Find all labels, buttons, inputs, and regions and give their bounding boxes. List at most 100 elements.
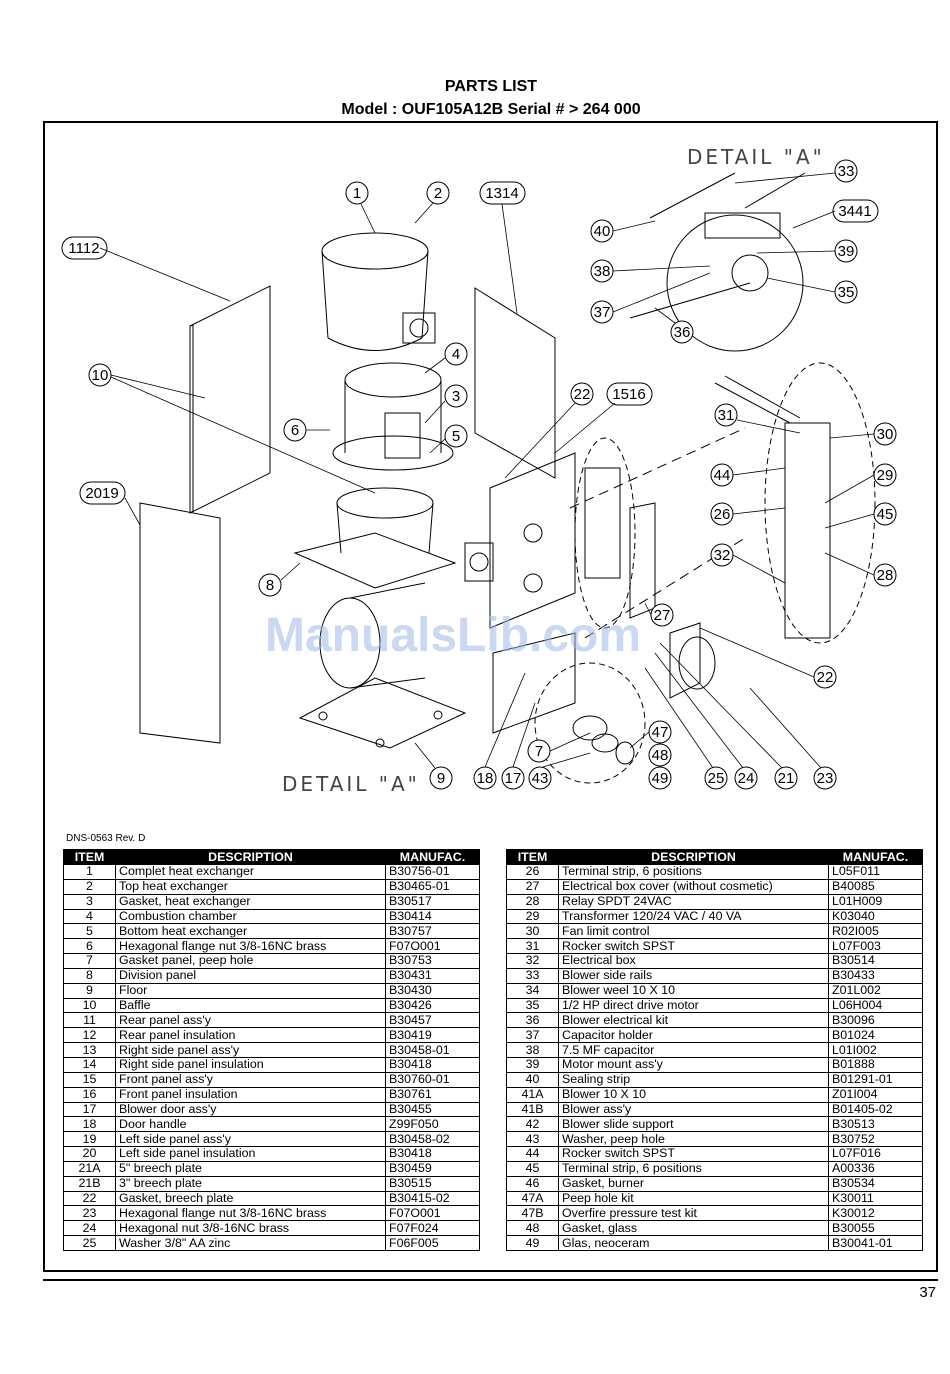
callout-29: 29	[873, 463, 897, 487]
cell-manufac: B01405-02	[828, 1101, 923, 1118]
svg-text:3441: 3441	[838, 203, 871, 220]
cell-manufac: L01H009	[828, 893, 923, 910]
svg-text:45: 45	[877, 506, 894, 523]
cell-item: 27	[506, 878, 559, 895]
cell-manufac: B30414	[385, 908, 480, 925]
cell-manufac: Z01I004	[828, 1086, 923, 1103]
cell-manufac: B30457	[385, 1012, 480, 1029]
cell-description: Rear panel ass'y	[115, 1012, 386, 1029]
cell-item: 32	[506, 953, 559, 969]
svg-text:49: 49	[652, 770, 669, 787]
cell-description: Front panel ass'y	[115, 1071, 386, 1088]
page-title: PARTS LIST	[444, 78, 538, 95]
cell-manufac: B30515	[385, 1175, 480, 1192]
callout-28: 28	[873, 563, 897, 587]
cell-manufac: B30096	[828, 1012, 923, 1029]
callout-40: 40	[590, 219, 614, 243]
cell-manufac: F07O001	[385, 938, 480, 955]
cell-item: 21B	[63, 1175, 116, 1192]
cell-manufac: L07F003	[828, 938, 923, 955]
document-reference: DNS-0563 Rev. D	[66, 833, 146, 844]
cell-manufac: B01291-01	[828, 1071, 923, 1088]
callout-21: 21	[774, 766, 798, 790]
callout-49: 49	[648, 766, 672, 790]
cell-description: Left side panel ass'y	[115, 1131, 386, 1148]
svg-text:9: 9	[437, 770, 445, 787]
blower-door	[492, 632, 576, 734]
cell-item: 5	[63, 923, 116, 940]
cell-item: 48	[506, 1220, 559, 1237]
cell-description: Electrical box	[558, 953, 829, 969]
callout-5: 5	[444, 424, 468, 448]
callout-18: 18	[473, 766, 497, 790]
cell-description: Front panel insulation	[115, 1086, 386, 1103]
svg-text:39: 39	[838, 243, 855, 260]
cell-manufac: B40085	[828, 878, 923, 895]
cell-manufac: R02I005	[828, 923, 923, 940]
cell-item: 28	[506, 893, 559, 910]
cell-item: 47A	[506, 1190, 559, 1207]
cell-description: Division panel	[115, 967, 386, 984]
cell-manufac: Z01L002	[828, 982, 923, 999]
cell-manufac: B30534	[828, 1175, 923, 1192]
cell-description: Sealing strip	[558, 1071, 829, 1088]
svg-text:1: 1	[353, 185, 361, 202]
cell-item: 46	[506, 1175, 559, 1192]
cell-manufac: L05F011	[828, 864, 923, 880]
cell-description: Complet heat exchanger	[115, 864, 386, 880]
cell-item: 24	[63, 1220, 116, 1237]
drawing-frame	[43, 121, 938, 1272]
cell-description: 3" breech plate	[115, 1175, 386, 1192]
svg-text:24: 24	[738, 770, 755, 787]
cell-description: Gasket panel, peep hole	[115, 953, 386, 969]
cell-item: 40	[506, 1071, 559, 1088]
cell-manufac: F06F005	[385, 1235, 480, 1251]
svg-text:17: 17	[505, 770, 522, 787]
cell-description: Blower electrical kit	[558, 1012, 829, 1029]
callout-1: 1	[345, 181, 369, 205]
callout-8: 8	[258, 573, 282, 597]
callout-35: 35	[834, 280, 858, 304]
cell-description: 5" breech plate	[115, 1160, 386, 1177]
cell-description: Blower weel 10 X 10	[558, 982, 829, 999]
cell-item: 11	[63, 1012, 116, 1029]
cell-description: Floor	[115, 982, 386, 999]
cell-item: 36	[506, 1012, 559, 1029]
cell-item: 41B	[506, 1101, 559, 1118]
cell-item: 2	[63, 878, 116, 895]
detail-a-blower	[666, 214, 804, 352]
svg-text:2: 2	[434, 185, 442, 202]
callout-24: 24	[734, 766, 758, 790]
cell-manufac: B30458-01	[385, 1042, 480, 1058]
electrical-box-cover	[629, 502, 656, 619]
callout-3: 3	[444, 384, 468, 408]
callout-31: 31	[714, 403, 738, 427]
cell-description: Baffle	[115, 997, 386, 1014]
cell-item: 12	[63, 1027, 116, 1044]
callout-4: 4	[444, 342, 468, 366]
cell-item: 34	[506, 982, 559, 999]
bottom-rule	[43, 1279, 938, 1281]
cell-item: 39	[506, 1056, 559, 1073]
svg-text:5: 5	[452, 428, 460, 445]
cell-item: 6	[63, 938, 116, 955]
combustion-chamber	[344, 362, 442, 398]
callout-1112: 1112	[61, 236, 108, 260]
cell-item: 19	[63, 1131, 116, 1148]
